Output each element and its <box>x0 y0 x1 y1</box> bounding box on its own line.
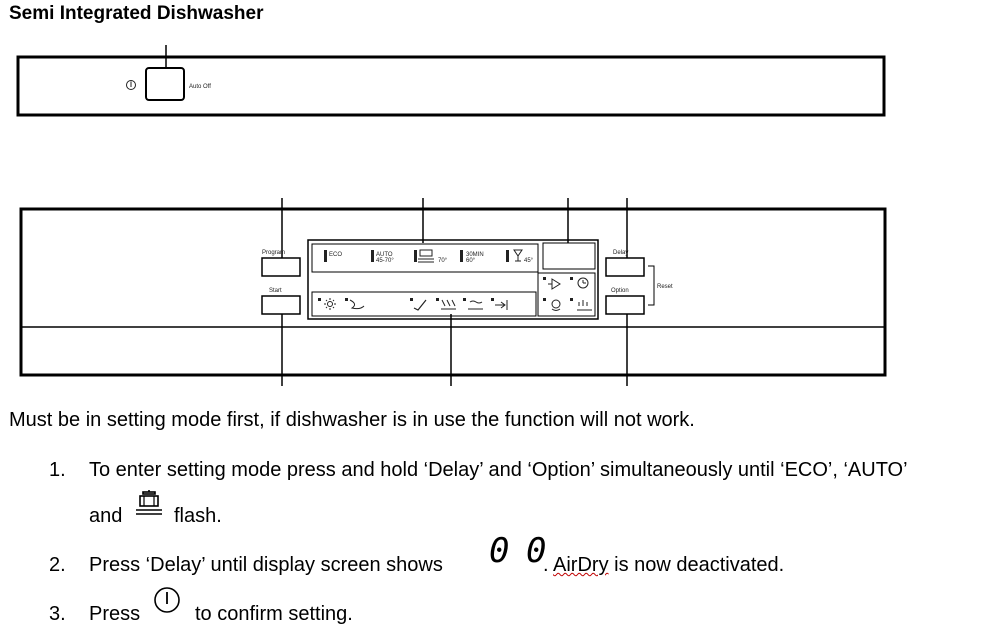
power-button[interactable] <box>145 67 185 101</box>
program-70-label: 70° <box>438 258 448 264</box>
airdry-icon <box>570 298 592 311</box>
program-auto-label: AUTO <box>376 252 393 258</box>
rinse-aid-icon <box>345 298 365 310</box>
start-label: Start <box>269 288 282 294</box>
step-number: 3. <box>49 603 66 625</box>
display-frame <box>307 239 599 320</box>
step-2-text: Press ‘Delay’ until display screen shows <box>89 554 443 576</box>
step-1-and: and <box>89 505 123 527</box>
control-panel-diagram: Auto Off Program Start ECO AUTO 45-70° 7… <box>16 45 887 386</box>
wash-icon <box>436 298 456 310</box>
step-3-press: Press <box>89 603 141 625</box>
program-30min-label: 30MIN <box>466 252 484 258</box>
step-2-text-end: . AirDry is now deactivated. <box>543 554 784 577</box>
sun-icon <box>318 298 336 310</box>
program-button[interactable] <box>261 257 301 277</box>
step-number: 2. <box>49 554 66 576</box>
option-button[interactable] <box>605 295 645 315</box>
power-icon <box>154 587 180 613</box>
clock-icon <box>570 277 589 289</box>
control-panel <box>19 207 887 377</box>
play-icon <box>543 277 561 290</box>
step-1-line-1: To enter setting mode press and hold ‘De… <box>89 459 908 481</box>
option-label: Option <box>611 288 629 294</box>
program-auto-sub: 45-70° <box>376 258 394 264</box>
pots-icon <box>136 490 162 515</box>
start-button[interactable] <box>261 295 301 315</box>
extra-hygiene-icon <box>543 298 561 311</box>
program-45-label: 45° <box>524 258 534 264</box>
digit-display-readout: 0 0 <box>489 531 546 571</box>
top-panel <box>16 55 886 117</box>
program-label: Program <box>262 250 285 256</box>
step-2-deactivated: is now deactivated. <box>608 554 785 576</box>
checkmark-icon <box>410 298 427 311</box>
auto-off-label: Auto Off <box>189 84 211 90</box>
end-icon <box>491 298 508 310</box>
step-3-confirm: to confirm setting. <box>195 603 353 625</box>
airdry-term: AirDry <box>553 554 609 576</box>
digit-display <box>542 242 596 270</box>
step-number: 1. <box>49 459 66 481</box>
page-title: Semi Integrated Dishwasher <box>9 3 264 24</box>
reset-label: Reset <box>657 284 673 290</box>
program-eco-label: ECO <box>329 252 342 258</box>
rinse-icon <box>463 298 483 310</box>
glass-icon <box>513 249 523 262</box>
delay-button[interactable] <box>605 257 645 277</box>
program-30min-sub: 60° <box>466 258 476 264</box>
power-icon <box>126 80 136 90</box>
intro-text: Must be in setting mode first, if dishwa… <box>9 409 695 431</box>
step-2-period: . <box>543 554 554 576</box>
pots-icon <box>418 249 434 263</box>
step-1-flash: flash. <box>174 505 222 527</box>
delay-label: Delay <box>613 250 628 256</box>
reset-bracket <box>648 265 655 306</box>
